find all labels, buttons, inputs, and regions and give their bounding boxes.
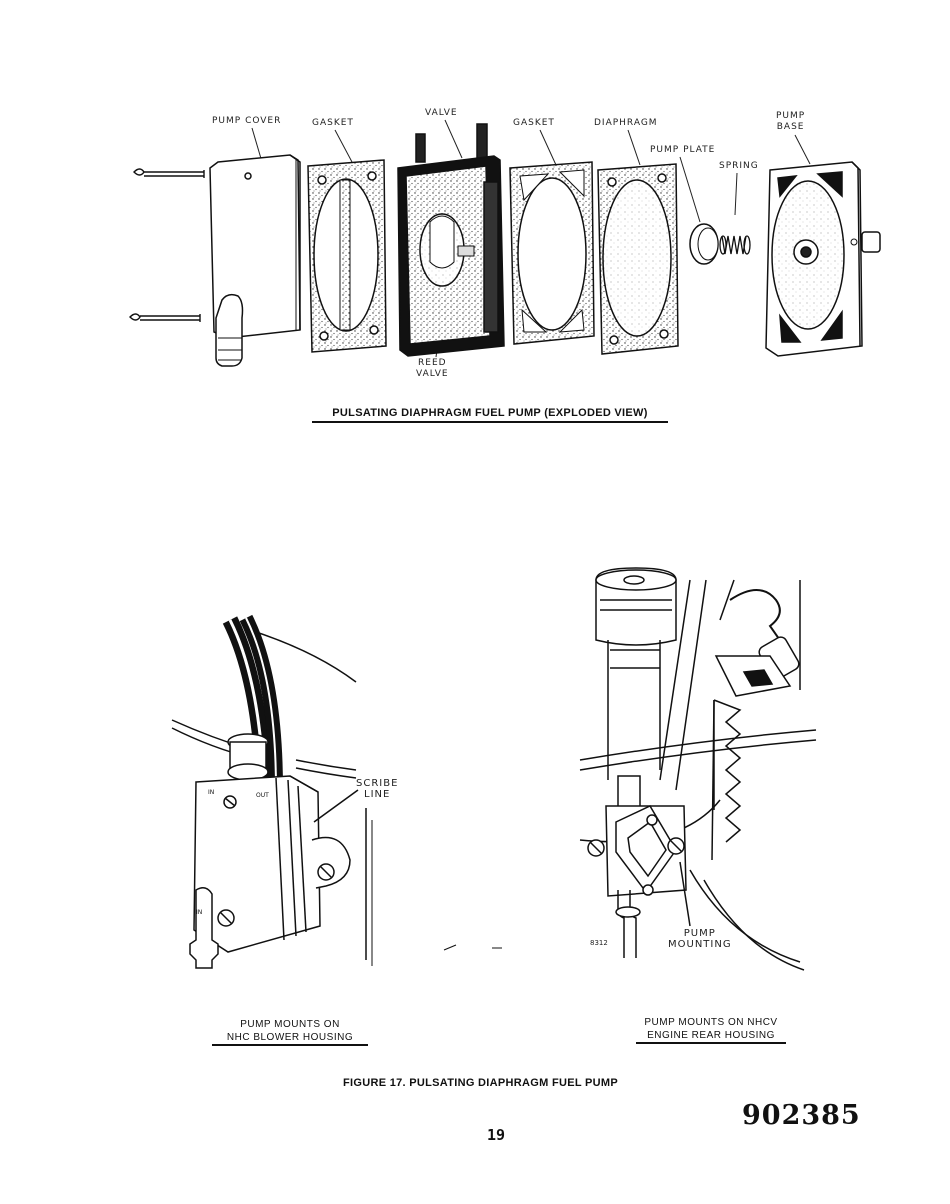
page-number: 19 (487, 1126, 505, 1144)
label-pump-mounting-line2: MOUNTING (668, 939, 732, 950)
right-caption-line2: ENGINE REAR HOUSING (636, 1029, 786, 1044)
figure-caption: FIGURE 17. PULSATING DIAPHRAGM FUEL PUMP (343, 1077, 618, 1089)
label-pump-mounting: PUMP MOUNTING (668, 928, 732, 950)
document-number: 902385 (742, 1100, 861, 1131)
right-caption-line1: PUMP MOUNTS ON NHCV (636, 1016, 786, 1029)
label-pump-mounting-line1: PUMP (668, 928, 732, 939)
drawing-code: 8312 (590, 938, 608, 949)
right-view-caption: PUMP MOUNTS ON NHCV ENGINE REAR HOUSING (636, 1016, 786, 1044)
